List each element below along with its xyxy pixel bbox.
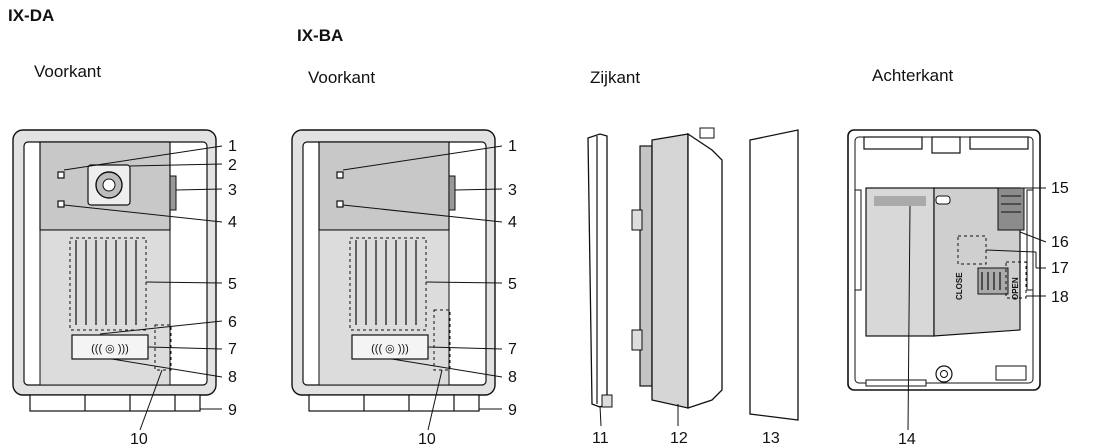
callout-2: 2 [228,157,237,174]
callout-15: 15 [1051,180,1069,197]
side-cover-plate [749,129,799,421]
ixda-side-button [169,175,177,211]
ixba-nfc-symbol: ((( ◎ ))) [371,343,409,355]
back-mount-hole-inner [940,370,948,378]
ixba-front-unit: ((( ◎ ))) [291,129,496,412]
unit-housing [651,133,689,409]
ixda-call-button [71,334,149,360]
callout-10b: 10 [418,431,436,448]
unit-cover [687,132,723,409]
callout-7b: 7 [508,341,517,358]
callout-14: 14 [898,431,916,448]
side-faceplate [587,133,613,408]
callout-7: 7 [228,341,237,358]
back-open-mark: OPEN [1011,277,1020,300]
ixba-led-top [336,171,344,179]
callout-1b: 1 [508,138,517,155]
ixba-callout-numbers: 1 3 4 5 7 8 9 10 [418,138,517,448]
unit-clip-top [631,209,643,231]
callout-6: 6 [228,314,237,331]
view-label-back: Achterkant [872,66,954,85]
ixda-leader-lines [63,145,223,431]
back-left-rail [854,189,862,291]
back-top-slot-1 [863,136,923,150]
faceplate-tab [601,394,613,408]
back-right-rail [1026,189,1034,291]
side-unit [631,127,723,409]
ixda-front-unit: ((( ◎ ))) [12,129,217,412]
callout-8b: 8 [508,369,517,386]
ixda-bottom-tab [29,394,201,412]
callout-18: 18 [1051,289,1069,306]
callout-12: 12 [670,430,688,447]
callout-17: 17 [1051,260,1069,277]
back-dial [977,267,1009,295]
model-title-ixba: IX-BA [297,26,344,45]
back-bottom-slot-1 [865,379,927,387]
callout-5b: 5 [508,276,517,293]
side-leader-lines [599,404,679,427]
callout-4: 4 [228,214,237,231]
back-label-panel [865,187,935,337]
ixba-bottom-tab [308,394,480,412]
back-top-slot-3 [969,136,1029,150]
callout-4b: 4 [508,214,517,231]
ixba-call-button [351,334,429,360]
callout-11: 11 [592,430,609,447]
back-label-sticker [874,196,926,206]
view-label-front-ixda: Voorkant [34,62,102,81]
ixba-leader-lines [342,145,503,431]
cover-plate-profile [749,129,799,421]
callout-5: 5 [228,276,237,293]
ixba-speaker-grille [355,240,417,325]
ixda-speaker-grille [75,240,137,325]
ixda-lower-panel [39,229,171,386]
view-label-side: Zijkant [590,68,641,87]
back-leader-lines [907,187,1047,431]
callout-3: 3 [228,182,237,199]
ixda-callout-numbers: 1 2 3 4 5 6 7 8 9 10 [130,138,237,448]
callout-9b: 9 [508,402,517,419]
ixda-camera-lens-inner [102,178,116,192]
ixda-led-bottom [57,200,65,208]
view-label-front-ixba: Voorkant [308,68,376,87]
back-open-close-area [1005,261,1027,299]
unit-clip-bottom [631,329,643,351]
side-callout-numbers: 11 12 13 [592,430,780,447]
callout-8: 8 [228,369,237,386]
ixba-side-button [448,175,456,211]
ixba-top-panel [318,141,450,231]
callout-3b: 3 [508,182,517,199]
callout-1: 1 [228,138,237,155]
callout-16: 16 [1051,234,1069,251]
back-callout-numbers: 15 16 17 18 14 [898,180,1069,448]
back-connector [997,187,1025,231]
back-bottom-slot-2 [995,365,1027,381]
callout-10: 10 [130,431,148,448]
ixba-speaker-outline [349,237,427,331]
ixda-led-top [57,171,65,179]
back-unit: CLOSE OPEN [847,129,1041,391]
ixda-nfc-symbol: ((( ◎ ))) [91,343,129,355]
unit-top-hook [699,127,715,139]
ixba-lower-panel [318,229,450,386]
back-screw-hole [935,195,951,205]
back-close-mark: CLOSE [955,272,964,300]
back-top-slot-2 [931,136,961,154]
ixba-led-bottom [336,200,344,208]
callout-13: 13 [762,430,780,447]
ixda-speaker-outline [69,237,147,331]
callout-9: 9 [228,402,237,419]
model-title-ixda: IX-DA [8,6,55,25]
